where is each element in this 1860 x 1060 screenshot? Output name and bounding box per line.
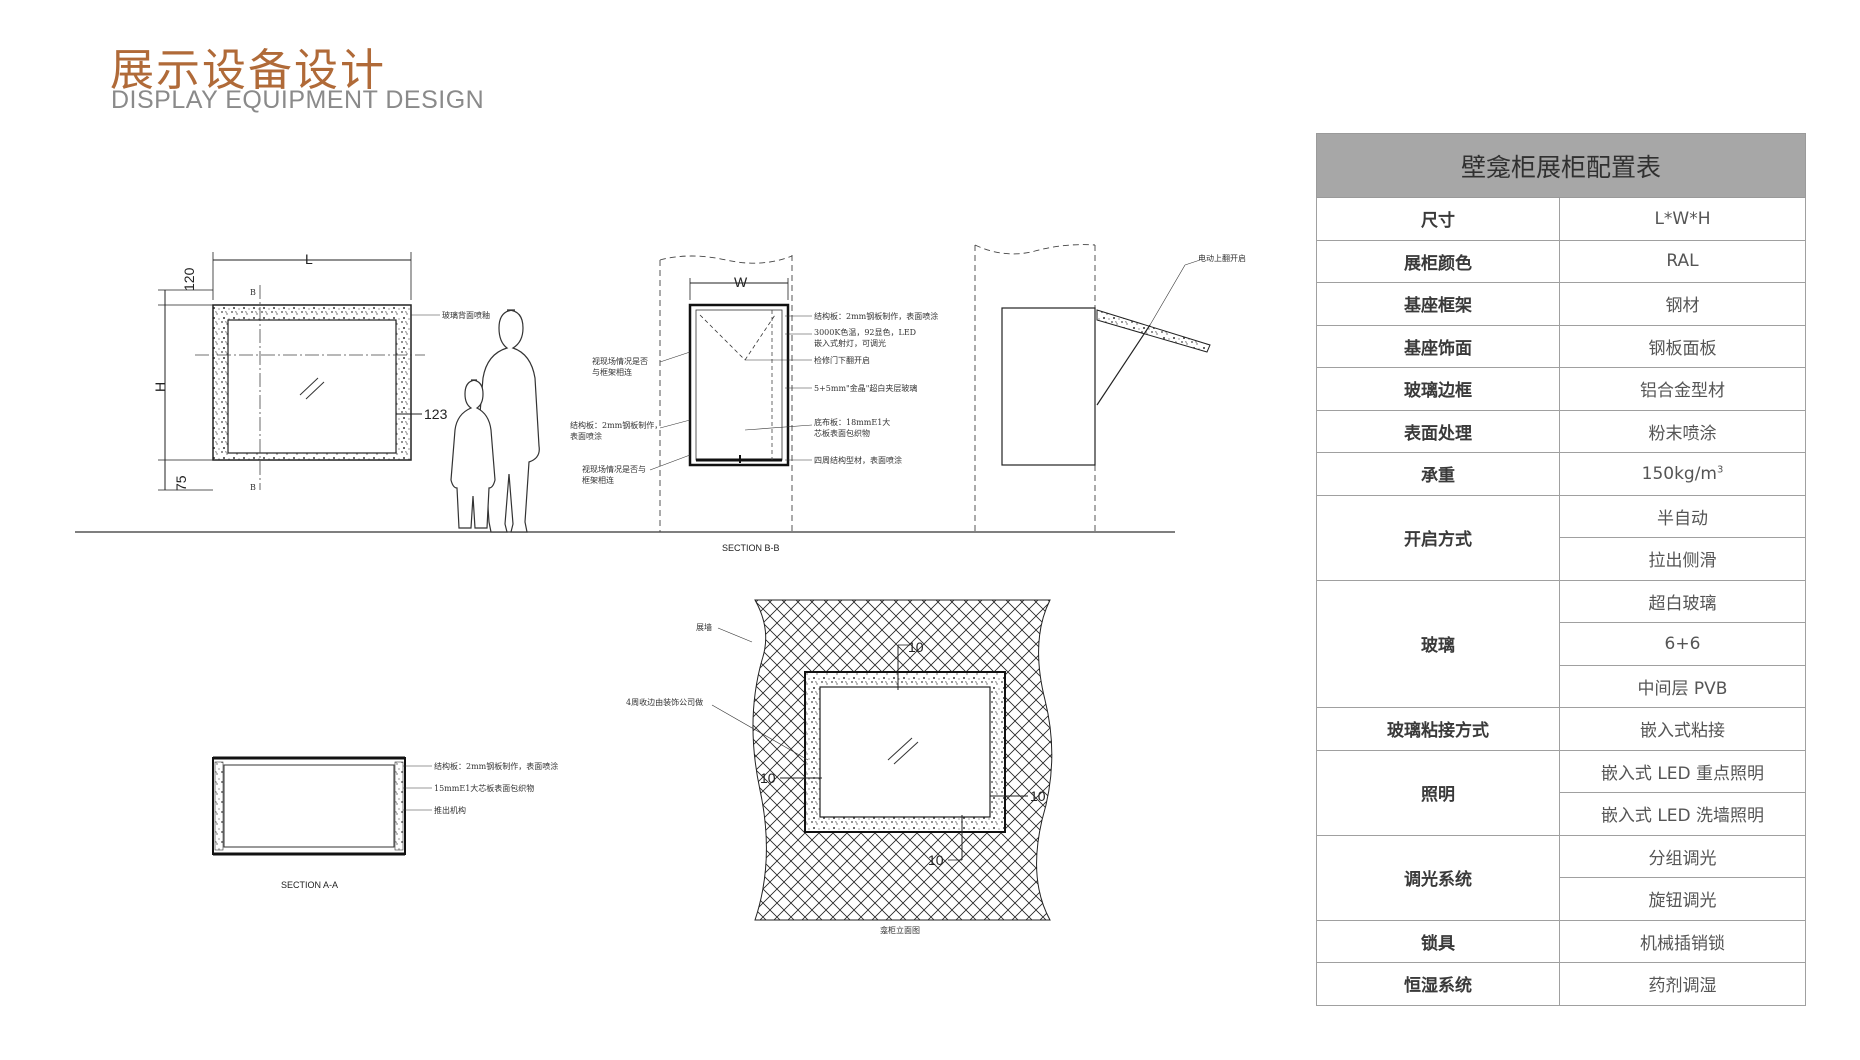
technical-drawing: L H 120 75 123 B B 玻璃背面喷釉: [75, 244, 1246, 935]
page-title: 展示设备设计: [110, 45, 386, 96]
table-row: 玻璃边框铝合金型材: [1316, 367, 1806, 411]
aa-label-board: 15mmE1大芯板表面包织物: [434, 783, 534, 793]
table-row: 6+6: [1317, 622, 1806, 666]
niche-dim-left: 10: [760, 770, 776, 786]
table-row: 调光系统分组调光: [1316, 834, 1806, 921]
table-row: 锁具机械插销锁: [1316, 919, 1806, 963]
bb-label-base-b: 芯板表面包织物: [814, 428, 870, 438]
table-row: 玻璃超白玻璃: [1316, 579, 1806, 708]
niche-title: 龛柜立面图: [880, 925, 920, 935]
bb-label-led-b: 嵌入式射灯，可调光: [814, 338, 886, 348]
niche-dim-top: 10: [908, 639, 924, 655]
table-row: 照明嵌入式 LED 重点照明: [1316, 749, 1806, 836]
label-power-lift: 电动上翻开启: [1198, 253, 1246, 263]
dim-120: 120: [181, 267, 197, 291]
bb-label-frame-a: 视现场情况是否与: [582, 464, 646, 474]
table-row: 表面处理粉末喷涂: [1316, 409, 1806, 453]
table-row: 中间层 PVB: [1317, 664, 1806, 708]
niche-dim-right: 10: [1030, 788, 1046, 804]
aa-label-push: 推出机构: [434, 805, 466, 815]
table-row: 拉出侧滑: [1317, 537, 1806, 581]
bb-label-profile: 四周结构型材，表面喷涂: [814, 455, 902, 465]
niche-label-trim: 4周收边由装饰公司做: [626, 697, 703, 707]
bb-label-site-a: 视现场情况是否: [592, 356, 648, 366]
bb-label-site-b: 与框架相连: [592, 367, 632, 377]
bb-label-structure: 结构板：2mm钢板制作，表面喷涂: [814, 311, 938, 321]
niche-label-wall: 展墙: [696, 622, 712, 632]
section-a-a: 结构板：2mm钢板制作，表面喷涂 15mmE1大芯板表面包织物 推出机构 SEC…: [212, 756, 558, 890]
aa-label-structure: 结构板：2mm钢板制作，表面喷涂: [434, 761, 558, 771]
dim-L: L: [305, 251, 313, 267]
table-row: 基座饰面钢板面板: [1316, 324, 1806, 368]
label-glass-back: 玻璃背面喷釉: [442, 310, 490, 320]
front-elevation: L H 120 75 123 B B 玻璃背面喷釉: [152, 251, 490, 492]
table-row: 嵌入式 LED 洗墙照明: [1317, 792, 1806, 836]
niche-elevation: 10 10 10 10 展墙 4周收边由装饰公司做 龛柜立面图: [626, 599, 1053, 935]
bb-label-glass: 5+5mm"金晶"超白夹层玻璃: [814, 383, 917, 393]
section-bb-title: SECTION B-B: [722, 543, 780, 553]
bb-label-plate-b: 表面喷涂: [570, 431, 602, 441]
dim-H: H: [152, 382, 168, 392]
bb-label-plate-a: 结构板：2mm钢板制作，: [570, 420, 662, 430]
bb-label-frame-b: 框架相连: [582, 475, 614, 485]
load-value: 150kg/m3: [1559, 452, 1806, 496]
niche-dim-bottom: 10: [928, 852, 944, 868]
section-mark-b-bottom: B: [250, 483, 256, 492]
section-aa-title: SECTION A-A: [281, 880, 338, 890]
section-mark-b-top: B: [250, 288, 256, 297]
table-row: 开启方式半自动: [1316, 494, 1806, 581]
table-row: 基座框架钢材: [1316, 282, 1806, 326]
bb-label-led-a: 3000K色温，92显色，LED: [814, 327, 916, 337]
dim-123: 123: [424, 406, 448, 422]
dim-W: W: [734, 274, 748, 290]
table-row: 旋钮调光: [1317, 877, 1806, 921]
section-b-b: W 结构板：2mm钢板制作，表面喷涂 3000K色温，92显色，LED 嵌入式射…: [570, 255, 938, 553]
bb-label-door: 检修门下翻开启: [814, 355, 870, 365]
table-title: 壁龛柜展柜配置表: [1316, 133, 1806, 198]
table-row: 玻璃粘接方式嵌入式粘接: [1316, 707, 1806, 751]
page-subtitle: DISPLAY EQUIPMENT DESIGN: [111, 86, 485, 114]
dim-75: 75: [173, 475, 189, 491]
side-view: 电动上翻开启: [974, 244, 1246, 532]
scale-figures: [450, 309, 540, 533]
table-row: 恒湿系统药剂调湿: [1316, 962, 1806, 1006]
bb-label-base-a: 底布板：18mmE1大: [814, 417, 890, 427]
